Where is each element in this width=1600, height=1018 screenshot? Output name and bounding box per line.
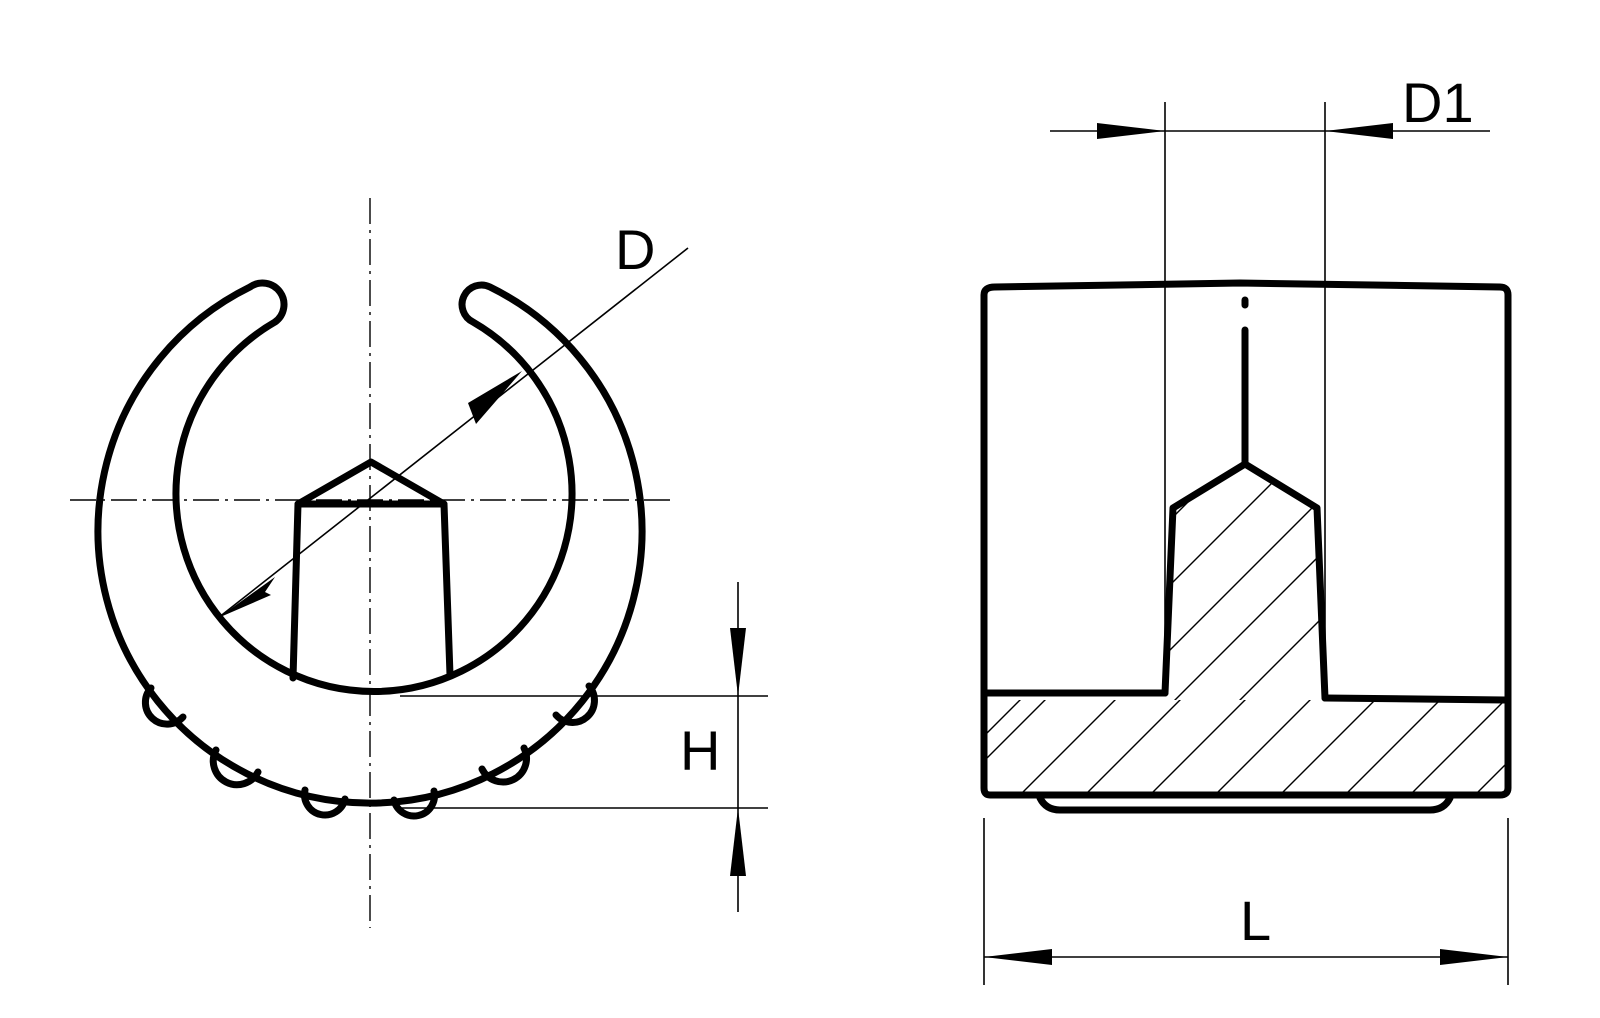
arrow-d-lower bbox=[218, 577, 275, 618]
label-h: H bbox=[680, 719, 720, 782]
body-outline bbox=[980, 279, 1512, 799]
arrow-h-top bbox=[730, 628, 746, 696]
stem-outline bbox=[1161, 460, 1329, 702]
arrow-h-bottom bbox=[730, 808, 746, 876]
label-d: D bbox=[615, 218, 655, 281]
bottom-flange bbox=[1036, 794, 1454, 814]
label-d1: D1 bbox=[1402, 71, 1474, 134]
arrow-l-left bbox=[984, 949, 1052, 965]
side-section-view: D1 L bbox=[980, 71, 1512, 985]
pin-tip bbox=[294, 458, 448, 508]
stem-hatching bbox=[1165, 464, 1325, 700]
ring-bumps bbox=[141, 682, 598, 820]
ring-outline bbox=[94, 279, 646, 807]
arrow-l-right bbox=[1440, 949, 1508, 965]
front-view: D H bbox=[70, 198, 768, 928]
label-l: L bbox=[1240, 889, 1271, 952]
arrow-d1-right bbox=[1325, 123, 1393, 139]
dimension-line-d bbox=[217, 247, 689, 619]
arrow-d1-left bbox=[1097, 123, 1165, 139]
arrow-d-upper bbox=[468, 371, 522, 424]
pin-body bbox=[289, 500, 454, 682]
base-top-line-right bbox=[1321, 694, 1509, 704]
